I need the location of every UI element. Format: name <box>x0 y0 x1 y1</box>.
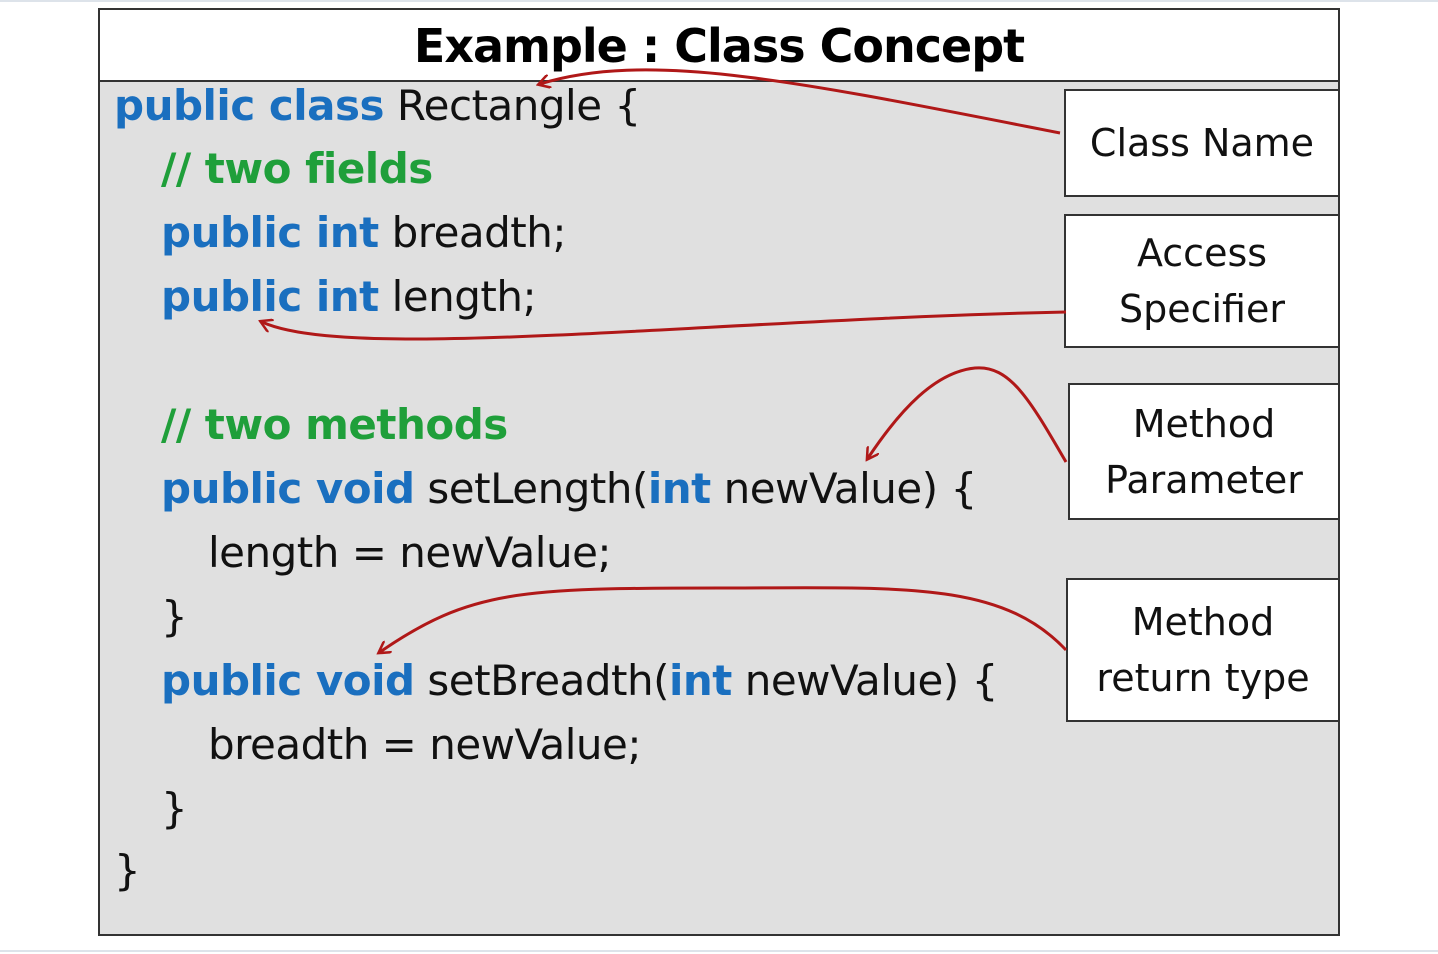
code-text: setLength( <box>414 464 648 513</box>
diagram-title: Example : Class Concept <box>413 19 1025 73</box>
code-line: public class Rectangle { <box>114 80 641 132</box>
label-text: Parameter <box>1105 457 1303 502</box>
code-text: breadth; <box>378 208 567 257</box>
code-line: public int length; <box>161 271 537 323</box>
code-line: // two fields <box>161 143 433 195</box>
code-keyword: public int <box>161 208 379 257</box>
title-bar: Example : Class Concept <box>100 10 1338 82</box>
code-line: public int breadth; <box>161 207 567 259</box>
code-text: length = newValue; <box>208 528 612 577</box>
bottom-divider <box>0 950 1438 952</box>
label-method-return-type: Method return type <box>1066 578 1340 722</box>
code-keyword: public void <box>161 656 415 705</box>
code-keyword: public int <box>161 272 379 321</box>
code-line: } <box>161 783 188 835</box>
code-keyword: int <box>647 464 711 513</box>
code-text: Rectangle { <box>383 81 641 130</box>
top-divider <box>0 0 1438 2</box>
code-text: newValue) { <box>710 464 978 513</box>
code-text: } <box>114 846 141 895</box>
code-line: public void setLength(int newValue) { <box>161 463 977 515</box>
code-line: // two methods <box>161 399 508 451</box>
code-line: length = newValue; <box>208 527 612 579</box>
code-keyword: public void <box>161 464 415 513</box>
code-text: length; <box>378 272 537 321</box>
code-keyword: public class <box>114 81 384 130</box>
label-text: Class Name <box>1089 121 1315 165</box>
label-text: return type <box>1096 656 1310 700</box>
code-text: setBreadth( <box>414 656 669 705</box>
code-keyword: int <box>668 656 732 705</box>
code-line: public void setBreadth(int newValue) { <box>161 655 998 707</box>
label-text: Method <box>1132 401 1276 446</box>
code-line: } <box>114 845 141 897</box>
label-text: Specifier <box>1118 287 1285 331</box>
code-text: } <box>161 592 188 641</box>
code-line: } <box>161 591 188 643</box>
code-comment: // two methods <box>161 400 508 449</box>
label-text: Method <box>1131 600 1275 644</box>
code-text: newValue) { <box>731 656 999 705</box>
code-text: } <box>161 784 188 833</box>
code-line: breadth = newValue; <box>208 719 642 771</box>
label-class-name: Class Name <box>1064 89 1340 197</box>
code-comment: // two fields <box>161 144 433 193</box>
label-text: Access <box>1136 231 1268 275</box>
code-text: breadth = newValue; <box>208 720 642 769</box>
